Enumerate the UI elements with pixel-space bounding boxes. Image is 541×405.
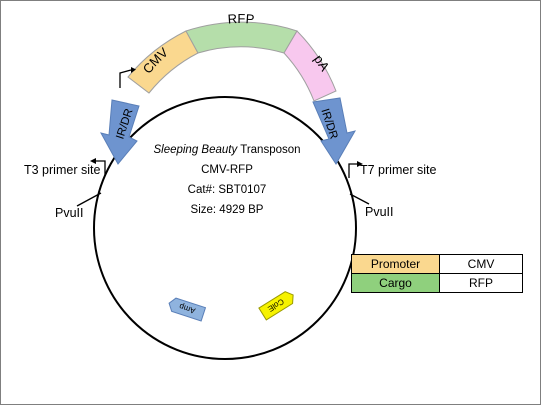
construct-name: CMV-RFP: [201, 164, 253, 176]
ir-dr-right-arrow: [312, 97, 357, 165]
rfp-label: RFP: [227, 11, 255, 27]
rfp-segment: [185, 21, 298, 54]
legend-row-promoter: Promoter CMV: [351, 254, 523, 274]
t7-primer-label: T7 primer site: [360, 163, 436, 177]
promoter-start-arrow: [119, 69, 132, 88]
pvull-right-tick: [349, 193, 370, 205]
t3-primer-label: T3 primer site: [24, 163, 100, 177]
legend-key-cargo: Cargo: [351, 273, 440, 293]
t3-arrowhead: [90, 158, 96, 164]
plasmid-backbone: [93, 96, 357, 360]
transposon-title: Sleeping Beauty Transposon: [153, 144, 300, 156]
t7-primer-arrow: [348, 163, 357, 178]
amp-segment: Amp: [168, 297, 207, 322]
catalog-number: Cat#: SBT0107: [188, 184, 267, 196]
cole-segment: ColE: [258, 291, 294, 321]
ir-dr-left-arrow: [100, 99, 140, 165]
t7-arrowhead: [357, 161, 363, 167]
plasmid-size: Size: 4929 BP: [191, 204, 264, 216]
title-italic: Sleeping Beauty: [153, 144, 238, 156]
legend-value-cargo: RFP: [439, 273, 523, 293]
pvull-left-label: PvuII: [55, 206, 84, 220]
legend-row-cargo: Cargo RFP: [351, 273, 523, 293]
legend-value-promoter: CMV: [439, 254, 523, 274]
promoter-arrowhead: [131, 67, 136, 73]
title-rest: Transposon: [237, 144, 300, 156]
pa-segment: [283, 30, 337, 102]
pvull-right-label: PvuII: [365, 205, 394, 219]
t3-primer-arrow: [96, 160, 106, 176]
legend-table: Promoter CMV Cargo RFP: [351, 254, 523, 293]
pvull-left-tick: [76, 192, 102, 207]
legend-key-promoter: Promoter: [351, 254, 440, 274]
